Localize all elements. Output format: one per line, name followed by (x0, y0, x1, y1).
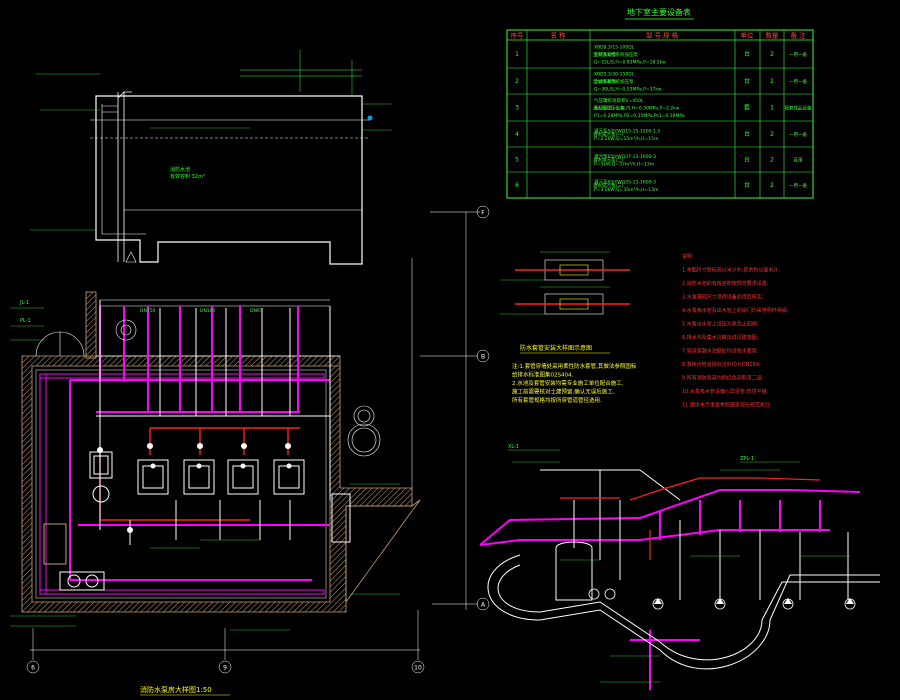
table-cell-spec: XBD8.3/15-100DL (594, 45, 635, 51)
design-note-line: 5.水泵出水管上设压力表及止回阀; (682, 321, 759, 328)
table-cell-no: 1 (515, 51, 519, 58)
isometric-system: XL-1 ZPL-1 (479, 444, 880, 690)
design-note-line: 10.水泵吸水管设偏心异径管,管顶平接; (682, 388, 769, 395)
table-cell-no: 5 (515, 157, 519, 164)
axis-label-b: B (481, 354, 485, 361)
tank-label: 消防水池 (170, 166, 190, 173)
design-note-line: 3.水泵基础尺寸须待设备到货后核实; (682, 294, 764, 301)
table-cell-unit: 台 (744, 156, 750, 164)
label-dn100: DN100 (200, 308, 216, 314)
design-note-line: 1.本图尺寸除标高以米计外,其余均以毫米计; (682, 267, 780, 274)
table-cell-name: 潜水排污泵(一) (593, 131, 624, 138)
equipment-table: 地下室主要设备表 序号 名 称 型 号 规 格 单位 数量 备 注 1 室内消火栓系统加压泵… (506, 7, 814, 199)
tank-section-labels: 消防水池 有效容积 32m³ (30, 73, 392, 231)
table-cell-unit: 套 (744, 104, 750, 112)
table-cell-spec: 立式多级泵 (594, 78, 617, 85)
table-header-cell: 单位 (741, 31, 755, 40)
table-cell-spec: Q=30L/S,H=0.53MPa,P=37kw (594, 87, 662, 93)
table-cell-spec: P=3.0kW,Q=35m³/h,H=13m (594, 187, 658, 193)
design-note-line: 6.排水沟及集水坑做法详见建施图; (682, 334, 759, 341)
table-cell-note: 一用一备 (789, 51, 807, 58)
design-notes: 说明: 1.本图尺寸除标高以米计外,其余均以毫米计; 2.消防水池的有效容积按规范要… (682, 253, 789, 409)
table-cell-note: 一用一备 (789, 78, 807, 85)
table-cell-spec: P=3kW,Q=37m³/h,H=13m (594, 161, 654, 167)
table-cell-note: 配套成品设备 (785, 105, 812, 112)
table-cell-no: 2 (515, 78, 519, 85)
tank-section (90, 50, 370, 265)
axis-label-a: A (481, 602, 486, 609)
axis-label-9: 9 (223, 665, 227, 672)
design-note-line: 2.消防水池的有效容积按规范要求设置; (682, 280, 769, 287)
table-cell-spec: 潜污泵65JYWQ35-13-1600-3 (594, 178, 656, 185)
table-cell-spec: Q=15L/S,H=0.83MPa,P=18.5kw (594, 60, 666, 66)
axis-label-f: F (481, 210, 485, 217)
axis-grid (26, 205, 490, 674)
table-cell-spec: P1=0.28MPa,P2=0.35MPa,Ps1=0.38MPa (594, 113, 685, 119)
table-cell-qty: 2 (770, 157, 774, 164)
table-header-cell: 型 号 规 格 (646, 31, 679, 40)
table-cell-name: 潜水排污泵(三) (593, 182, 624, 189)
table-header-cell: 名 称 (550, 31, 566, 40)
label-zpl: ZPL-1 (740, 456, 754, 462)
table-cell-note: 互用 (794, 158, 803, 164)
label-dn150: DN150 (140, 308, 156, 314)
detail-note-line: 所有套管规格均按所穿管道管径选用. (512, 396, 602, 404)
table-cell-spec: 潜污泵50JYWQ15-15-1200-1.5 (594, 127, 660, 134)
table-cell-qty: 2 (770, 78, 774, 85)
table-cell-no: 6 (515, 182, 519, 189)
table-cell-spec: 潜污泵65JYWQ37-13-1600-3 (594, 153, 656, 160)
tank-volume: 有效容积 32m³ (170, 173, 205, 180)
table-title: 地下室主要设备表 (627, 7, 691, 17)
design-note-line: 4.水泵吸水管及出水管上的阀门均采用明杆闸阀; (682, 307, 789, 314)
label-dn65: DN65 (250, 308, 263, 314)
table-cell-spec: P=2.2kW,Q=15m³/h,H=15m (594, 136, 658, 142)
axis-label-10: 10 (414, 665, 422, 672)
label-jl: JL-1 (19, 300, 29, 306)
table-cell-unit: 台 (744, 181, 750, 189)
table-cell-unit: 台 (744, 130, 750, 138)
table-cell-note: 一用一备 (789, 182, 807, 189)
table-cell-note: 一用一备 (789, 131, 807, 138)
detail-title: 防水套管安装大样图示意图 (520, 344, 592, 352)
table-cell-qty: 2 (770, 131, 774, 138)
pump-room-plan: 消防水泵房大样图1:50 JL-1 PL-1 DN150 DN100 DN65 (10, 291, 421, 696)
table-cell-no: 4 (515, 131, 519, 138)
table-cell-unit: 台 (744, 77, 750, 85)
axis-label-6: 6 (31, 665, 35, 672)
sleeve-detail: 防水套管安装大样图示意图 注:1.套管穿墙处采用柔性防水套管,其做法参照国标 给… (500, 251, 637, 404)
table-cell-name: 自动喷淋系统加压泵 (593, 78, 634, 85)
plan-title: 消防水泵房大样图1:50 (140, 685, 212, 694)
table-header-cell: 数量 (766, 31, 780, 40)
design-note-line: 7.管道穿越水池壁处均设防水套管; (682, 348, 759, 355)
detail-note-line: 施工前需要核对土建预留,确认无误后施工, (512, 388, 615, 396)
table-cell-qty: 2 (770, 182, 774, 189)
table-cell-name: 消火栓稳压设备 (593, 105, 625, 112)
table-header-cell: 序号 (511, 31, 525, 40)
table-header-cell: 备 注 (790, 31, 806, 40)
detail-note-line: 给排水标准图集02S404. (512, 371, 573, 379)
table-cell-spec: XBD5.3/30-150DL (594, 72, 635, 78)
table-cell-qty: 1 (770, 105, 774, 112)
label-xl: XL-1 (508, 444, 519, 450)
design-note-line: 说明: (682, 253, 694, 260)
table-cell-qty: 2 (770, 51, 774, 58)
table-cell-name: 室内消火栓系统加压泵 (593, 51, 638, 58)
table-cell-spec: 稳压泵 Q=1.0L/S,H=0.30MPa,P=2.2kw (594, 105, 680, 112)
axis-labels: F B A 6 9 10 (31, 210, 486, 672)
table-cell-unit: 台 (744, 50, 750, 58)
table-cell-no: 3 (515, 105, 519, 112)
design-note-line: 9.所有消防管道均刷红色调和漆二道; (682, 375, 764, 382)
table-cell-spec: 立式多级泵 (594, 51, 617, 58)
detail-note-line: 2.水池及套管安装均需专业施工单位配合施工, (512, 379, 624, 387)
table-cell-name: 潜水排污泵(二) (593, 157, 624, 164)
label-pl: PL-1 (20, 318, 31, 324)
detail-note-line: 注:1.套管穿墙处采用柔性防水套管,其做法参照国标 (512, 362, 637, 370)
design-note-line: 8.泵房内管道除标注外均为DN150; (682, 361, 761, 368)
design-note-line: 11.图中未尽事宜参照国家现行规范执行. (682, 402, 772, 409)
table-cell-spec: 气压罐有效容积V=450L (594, 97, 644, 104)
